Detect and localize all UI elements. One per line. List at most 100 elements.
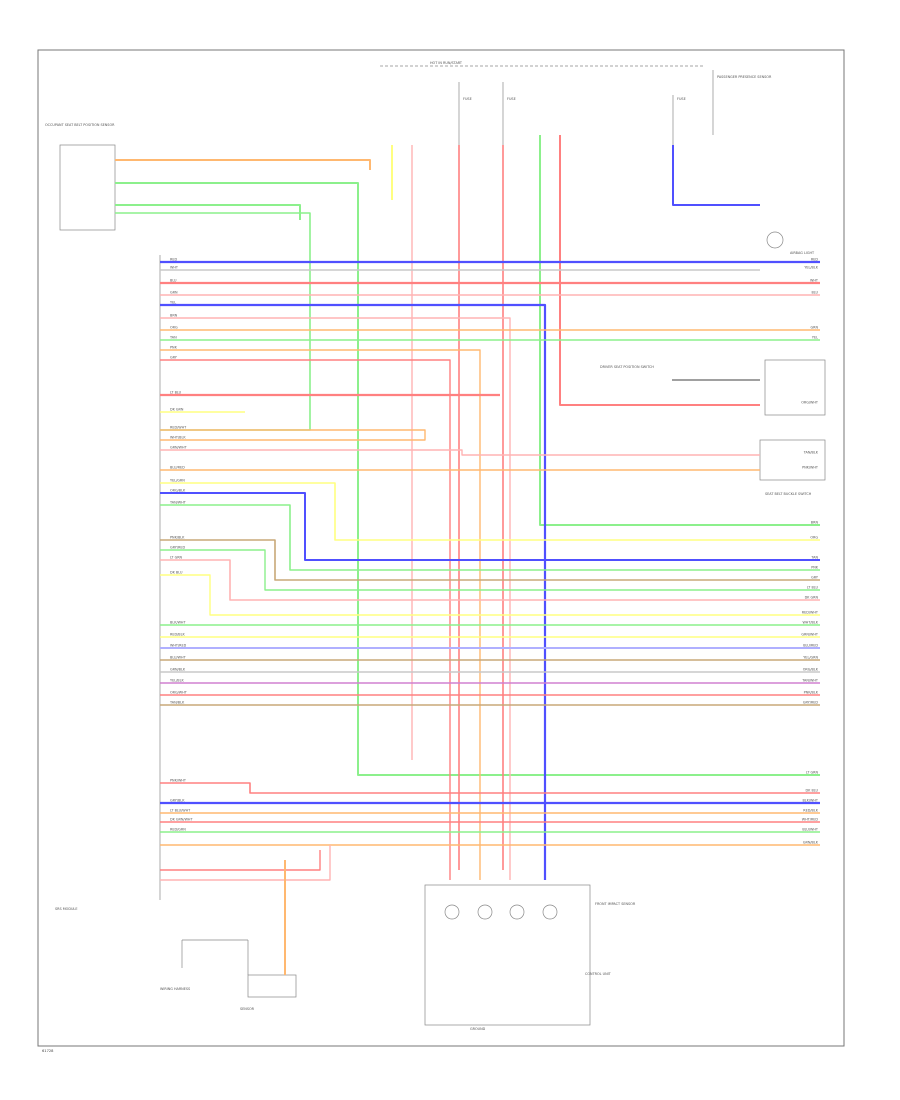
bottom-sensor-box: SENSOR WIRING HARNESS — [160, 939, 297, 1011]
wire-label-right: BLU — [811, 291, 818, 295]
wire-label-right: PNK — [811, 566, 819, 570]
wire-31 — [160, 549, 820, 591]
wire-label-left: LT BLU — [170, 391, 182, 395]
wire-label-left: LT GRN — [170, 556, 183, 560]
wire-label-right: TAN — [810, 556, 818, 560]
wire-label-right: PNK/BLK — [804, 691, 819, 695]
wire-label-left: TAN/WHT — [169, 501, 187, 505]
wire-21 — [160, 359, 451, 880]
diagram-frame — [37, 49, 845, 1047]
wire-2 — [115, 182, 820, 776]
wire-28 — [160, 492, 820, 561]
wire-1 — [115, 159, 371, 170]
wire-label-right: GRN/WHT — [801, 633, 819, 637]
wire-label-left: WHT/RED — [170, 644, 187, 648]
svg-text:OCCUPANT SEAT BELT POSITION SE: OCCUPANT SEAT BELT POSITION SENSOR — [45, 123, 115, 127]
wire-label-left: GRN/BLK — [170, 668, 186, 672]
wire-9 — [539, 135, 820, 526]
buckle-switch-box: SEAT BELT BUCKLE SWITCH — [759, 439, 826, 496]
wire-25 — [160, 449, 760, 456]
wire-27 — [160, 482, 820, 541]
wire-label-right: RED — [811, 258, 818, 262]
wire-label-right: GRN/BLK — [803, 841, 819, 845]
wire-label-left: DK BLU — [170, 571, 183, 575]
wire-label-right: LT BLU — [807, 586, 819, 590]
wire-label-right: GRN — [810, 326, 818, 330]
wire-label-left: GRN/WHT — [170, 446, 188, 450]
wire-label-left: RED/BLK — [170, 633, 185, 637]
wire-label-right: RED/BLK — [803, 809, 818, 813]
wire-label-left: LT BLU/WHT — [170, 809, 191, 813]
wire-label-left: YEL — [170, 301, 176, 305]
wire-4 — [115, 212, 311, 431]
wire-label-left: GRY/RED — [170, 546, 185, 550]
svg-text:FUSE: FUSE — [677, 97, 686, 101]
wire-label-right: BRN — [811, 521, 819, 525]
wire-label-left: RED — [170, 258, 177, 262]
svg-text:DRIVER SEAT POSITION SWITCH: DRIVER SEAT POSITION SWITCH — [600, 365, 654, 369]
wire-label-left: GRY/BLK — [170, 799, 185, 803]
svg-text:FUSE: FUSE — [463, 97, 472, 101]
wire-11 — [672, 145, 760, 206]
wire-label-left: DK GRN — [170, 408, 184, 412]
wire-label-left: BRN — [170, 314, 178, 318]
wire-label-right: BLU/RED — [803, 644, 818, 648]
wire-10 — [559, 135, 760, 406]
wire-label-left: ORG/WHT — [170, 691, 188, 695]
airbag-light-icon: AIRBAG LIGHT — [766, 231, 815, 255]
wire-label-right: BLK/WHT — [802, 799, 818, 803]
wire-label-left: WHT — [170, 266, 179, 270]
svg-text:CONTROL UNIT: CONTROL UNIT — [585, 972, 612, 976]
wire-label-left: DK GRN/WHT — [170, 818, 193, 822]
wire-label-left: WHT/BLK — [170, 436, 186, 440]
wire-label-left: GRY — [170, 356, 178, 360]
wire-48 — [160, 850, 321, 871]
wire-42 — [160, 782, 820, 794]
wire-label-left: TAN — [169, 336, 177, 340]
wire-17 — [160, 317, 511, 880]
svg-text:FUSE: FUSE — [507, 97, 516, 101]
svg-text:PASSENGER PRESENCE SENSOR: PASSENGER PRESENCE SENSOR — [717, 75, 772, 79]
srs-module-label: SRS MODULE — [55, 907, 77, 911]
svg-text:SEAT BELT BUCKLE SWITCH: SEAT BELT BUCKLE SWITCH — [765, 492, 812, 496]
wire-label-left: RED/GRN — [170, 828, 186, 832]
wire-32 — [160, 559, 820, 601]
wire-label-left: ORG/BLK — [170, 489, 186, 493]
wire-label-left: PNK — [170, 346, 178, 350]
driver-switch-box: DRIVER SEAT POSITION SWITCH — [600, 359, 826, 416]
svg-text:SENSOR: SENSOR — [240, 1007, 255, 1011]
wire-label-left: BLK/WHT — [170, 621, 186, 625]
wire-label-right: WHT/BLK — [802, 621, 818, 625]
wire-3 — [115, 204, 301, 220]
wire-label-right: TAN/BLK — [803, 451, 819, 455]
wire-label-right: GRY — [811, 576, 819, 580]
wire-label-left: PNK/BLK — [170, 536, 185, 540]
wire-labels: RED WHT BLU GRN YEL BRN ORG TAN PNK GRY LT BLU DK G… — [169, 258, 819, 845]
wire-33 — [160, 574, 820, 616]
wire-16 — [160, 303, 547, 880]
page-id: 61728 — [42, 1049, 54, 1053]
wire-label-right: DK BLU — [806, 789, 819, 793]
wire-label-left: YEL/BLK — [170, 679, 184, 683]
wire-label-right: ORG — [810, 536, 818, 540]
wire-label-right: ORG/BLK — [803, 668, 819, 672]
wire-label-right: LT GRN — [806, 771, 819, 775]
wire-29 — [160, 504, 820, 571]
svg-text:WIRING HARNESS: WIRING HARNESS — [160, 987, 190, 991]
wire-label-left: BLU/RED — [170, 466, 185, 470]
header-label: HOT IN RUN/START — [430, 61, 463, 65]
wire-label-left: GRN — [170, 291, 178, 295]
wire-label-right: BLU/WHT — [802, 828, 819, 832]
wire-30 — [160, 539, 820, 581]
wire-label-right: DK GRN — [805, 596, 819, 600]
wire-label-left: PNK/WHT — [170, 779, 187, 783]
wire-label-left: BLU/WHT — [170, 656, 187, 660]
top-right-note: PASSENGER PRESENCE SENSOR — [712, 70, 772, 135]
wire-49 — [160, 845, 331, 881]
wire-20 — [160, 349, 481, 880]
impact-sensor-box: FRONT IMPACT SENSOR GROUND CONTROL UNIT — [424, 884, 636, 1031]
wire-label-right: PNK/WHT — [802, 466, 819, 470]
wire-label-right: YEL/BLK — [804, 266, 818, 270]
wire-label-left: RED/WHT — [170, 426, 187, 430]
wire-label-right: RED/WHT — [802, 611, 819, 615]
